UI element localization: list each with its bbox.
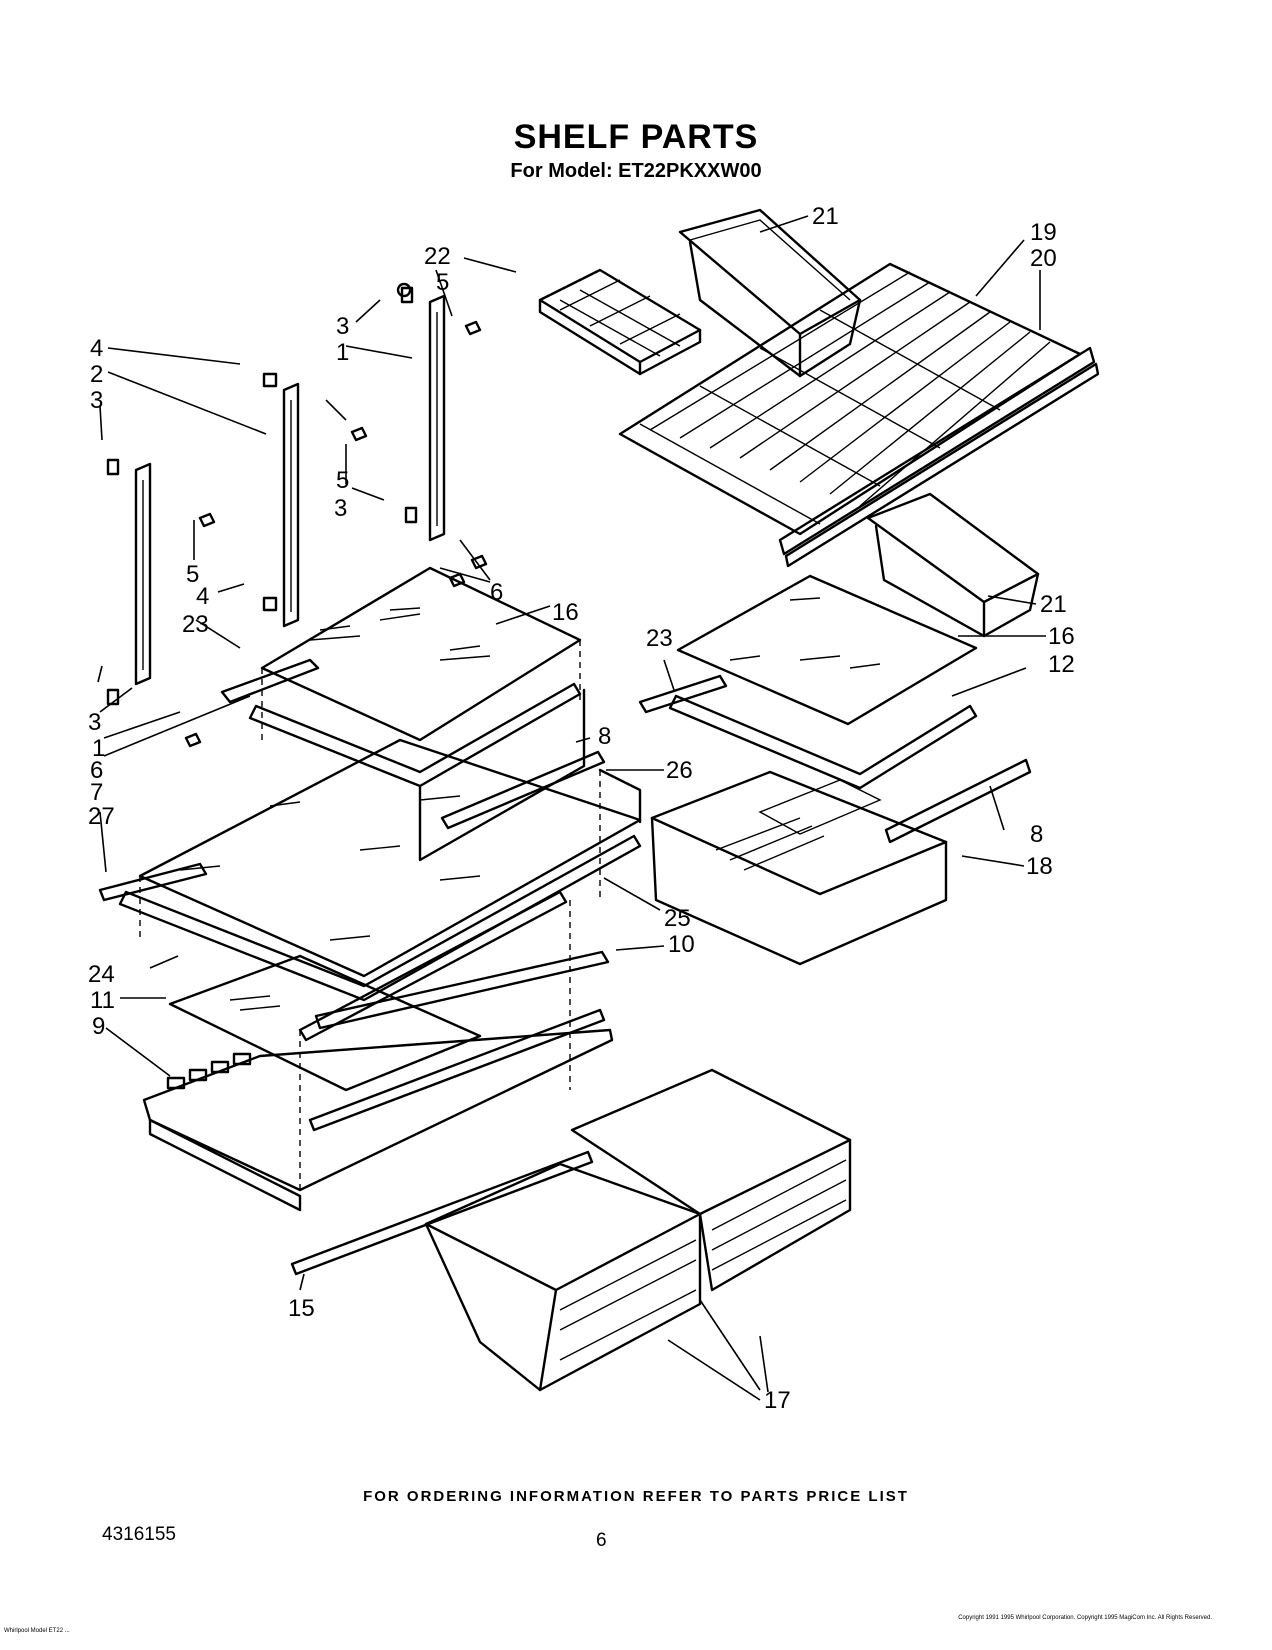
- callout-12: 12: [1048, 651, 1075, 678]
- callout-2: 2: [90, 361, 103, 388]
- callout-24: 24: [88, 961, 115, 988]
- glass-shelf-right: [638, 574, 978, 790]
- ice-cube-tray: [538, 268, 702, 376]
- callout-15: 15: [288, 1295, 315, 1322]
- callout-5c: 5: [186, 561, 199, 588]
- callout-8a: 8: [598, 723, 611, 750]
- callout-17: 19: [1030, 219, 1057, 246]
- callout-6b: 6: [90, 757, 103, 784]
- callout-7: 7: [90, 779, 103, 806]
- document-number: 4316155: [102, 1524, 176, 1545]
- callout-3d: 3: [88, 709, 101, 736]
- callout-16b: 16: [1048, 623, 1075, 650]
- callout-9: 9: [92, 1013, 105, 1040]
- door-bin-upper: [678, 208, 862, 378]
- fine-print-left: Whirlpool Model ET22 ...: [4, 1628, 70, 1634]
- ordering-note: FOR ORDERING INFORMATION REFER TO PARTS …: [363, 1488, 909, 1505]
- callout-23a: 23: [182, 611, 209, 638]
- callout-3b: 3: [90, 387, 103, 414]
- callout-5a: 5: [436, 269, 449, 296]
- callout-10: 10: [668, 931, 695, 958]
- callout-21a: 21: [812, 203, 839, 230]
- callout-23b: 23: [646, 625, 673, 652]
- page-title: SHELF PARTS: [513, 118, 759, 156]
- callout-3c: 3: [334, 495, 347, 522]
- meat-pan: [650, 758, 1032, 966]
- callout-21b: 21: [1040, 591, 1067, 618]
- leader-lines: [97, 215, 1046, 1401]
- callout-3a: 3: [336, 313, 349, 340]
- callout-26: 26: [666, 757, 693, 784]
- callout-1a: 1: [336, 339, 349, 366]
- crisper-drawers: [424, 1068, 852, 1392]
- copyright-notice: Copyright 1991 1995 Whirlpool Corporatio…: [958, 1615, 1212, 1621]
- door-bin-lower: [866, 492, 1040, 638]
- callout-11: 11: [90, 987, 115, 1014]
- model-subtitle: For Model: ET22PKXXW00: [510, 160, 762, 182]
- callout-5b: 5: [336, 467, 349, 494]
- wire-shelf: [618, 262, 1100, 568]
- crisper-cover: [142, 890, 614, 1276]
- callout-6a: 6: [490, 579, 503, 606]
- glass-shelf-left: [220, 566, 586, 862]
- callout-8b: 8: [1030, 821, 1043, 848]
- callout-19: 17: [764, 1387, 791, 1414]
- callout-27: 27: [88, 803, 115, 830]
- callout-labels: 21 19 20 22 5 3 1 4 2 3 5 3 6 5 4 16 23 …: [88, 203, 1075, 1414]
- callout-25: 25: [664, 905, 691, 932]
- callout-16a: 16: [552, 599, 579, 626]
- glass-shelf-center: [98, 738, 642, 1002]
- page-number: 6: [596, 1530, 607, 1551]
- callout-18: 20: [1030, 245, 1057, 272]
- callout-20: 18: [1026, 853, 1053, 880]
- callout-4a: 4: [90, 335, 103, 362]
- callout-22: 22: [424, 243, 451, 270]
- callout-4b: 4: [196, 583, 209, 610]
- shelf-ladder-left: [106, 282, 488, 748]
- callout-1b: 1: [92, 735, 105, 762]
